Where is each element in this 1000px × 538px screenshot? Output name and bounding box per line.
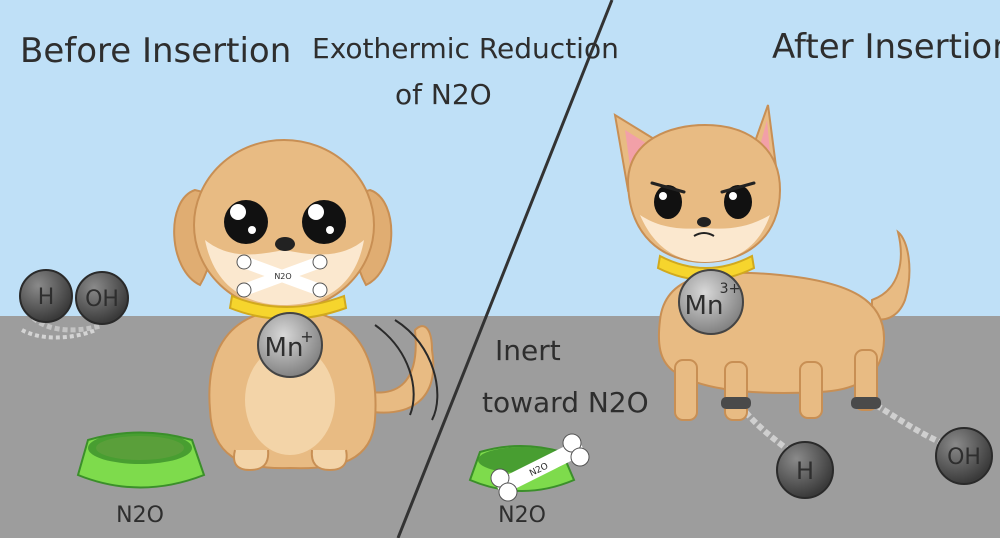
right-shackle-back [851,397,881,409]
left-bowl-label: N2O [116,503,164,528]
left-bone-label: N2O [274,272,291,281]
left-oh-ball [75,271,129,325]
exothermic-title-line2: of N2O [395,78,492,111]
after-insertion-title: After Insertion [772,27,1000,67]
left-bone: N2O [236,254,328,298]
inert-line2: toward N2O [482,386,649,419]
right-dog: Mn 3+ [613,104,911,421]
inert-line1: Inert [495,334,561,367]
panel-divider [396,0,614,538]
center-food-bowl: N2O N2O [468,433,590,528]
right-h-oh-balls: H OH [776,427,993,499]
right-tag-base: Mn [685,291,724,321]
left-tag-sup: + [300,327,313,346]
left-h-label: H [38,285,55,310]
right-h-ball [776,441,834,499]
right-oh-ball [935,427,993,485]
left-puppy: N2O Mn + [173,139,439,472]
before-insertion-title: Before Insertion [20,31,291,71]
left-tag-base: Mn [265,333,304,363]
left-oh-label: OH [85,287,119,312]
left-h-oh-balls: H OH [19,269,129,340]
center-bowl-label: N2O [498,503,546,528]
right-oh-label: OH [947,445,981,470]
right-h-label: H [796,457,814,485]
exothermic-title-line1: Exothermic Reduction [312,32,619,65]
left-food-bowl: N2O [76,431,206,528]
left-h-ball [19,269,73,323]
right-shackle-front [721,397,751,409]
right-tag-sup: 3+ [720,281,741,297]
sky-background [0,0,1000,320]
